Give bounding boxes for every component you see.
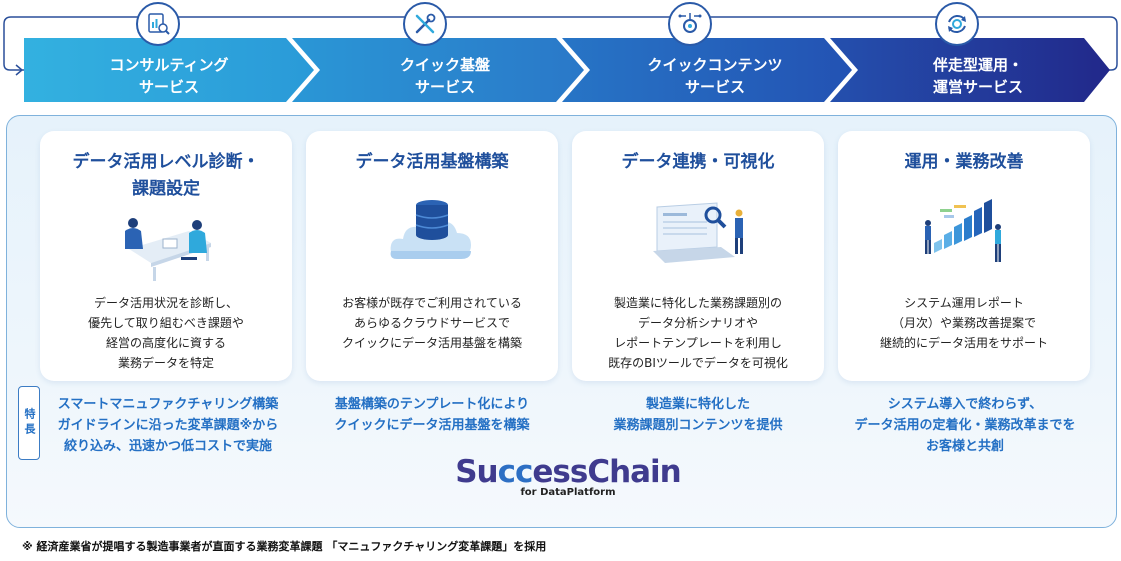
feature-consulting: スマートマニュファクチャリング構築 ガイドラインに沿った変革課題※から 絞り込み… (57, 397, 279, 454)
card-description: データ活用状況を診断し、 優先して取り組むべき課題や 経営の高度化に資する 業務… (88, 296, 244, 370)
laptop-analytics-illustration (643, 199, 753, 279)
wrench-screwdriver-icon (403, 2, 447, 46)
card-title: データ活用レベル診断・ 課題設定 (72, 152, 260, 199)
step-arrow-2 (292, 38, 584, 102)
step-label-quick-platform: クイック基盤 サービス (399, 56, 490, 96)
feature-platform: 基盤構築のテンプレート化により クイックにデータ活用基盤を構築 (334, 397, 530, 433)
feature-operation: システム導入で終わらず、 データ活用の定着化・業務改革までを お客様と共創 (854, 397, 1076, 454)
consulting-meeting-illustration (111, 209, 221, 288)
successchain-logo: SuccessChain for DataPlatform (448, 455, 688, 498)
step-arrow-3 (562, 38, 852, 102)
card-platform: データ活用基盤構築 お客様が既存でご利用されている あらゆるクラウドサービスで … (306, 131, 558, 381)
step-arrow-1 (24, 38, 314, 102)
cloud-database-illustration (387, 193, 477, 277)
step-label-quick-contents: クイックコンテンツ サービス (647, 56, 783, 96)
report-magnifier-icon (136, 2, 180, 46)
logo-subtitle: for DataPlatform (520, 487, 616, 498)
card-diagnosis: データ活用レベル診断・ 課題設定 データ活用状況を診断し、 優先して取り組むべき… (40, 131, 292, 381)
logo-wordmark: SuccessChain (455, 454, 682, 490)
features-label-box: 特長 (18, 386, 40, 460)
card-visualization: データ連携・可視化 製造業に特化した業務課題別の データ分析シナリオや レポート… (572, 131, 824, 381)
card-title: データ連携・可視化 (621, 152, 775, 172)
card-title: 運用・業務改善 (904, 152, 1024, 172)
step-label-consulting: コンサルティング サービス (109, 56, 229, 96)
gear-network-icon (668, 2, 712, 46)
card-operation: 運用・業務改善 システム運用レポート （月次）や業務改善提案で 継続的にデータ活… (838, 131, 1090, 381)
service-steps: コンサルティング サービス クイック基盤 サービス クイックコンテンツ サービス… (24, 38, 1110, 102)
step-arrow-4 (830, 38, 1110, 102)
feature-contents: 製造業に特化した 業務課題別コンテンツを提供 (613, 397, 783, 433)
step-label-operation: 伴走型運用・ 運営サービス (932, 56, 1023, 96)
process-loop-line (3, 16, 1118, 76)
cycle-gear-icon (935, 2, 979, 46)
card-description: お客様が既存でご利用されている あらゆるクラウドサービスで クイックにデータ活用… (341, 296, 522, 350)
card-description: システム運用レポート （月次）や業務改善提案で 継続的にデータ活用をサポート (879, 296, 1048, 350)
card-description: 製造業に特化した業務課題別の データ分析シナリオや レポートテンプレートを利用し… (608, 296, 788, 370)
footnote: ※ 経済産業省が提唱する製造事業者が直面する業務変革課題 「マニュファクチャリン… (22, 540, 547, 553)
step-arrows (24, 38, 1110, 102)
growth-bars-illustration (914, 195, 1014, 279)
card-title: データ活用基盤構築 (355, 152, 509, 172)
features-label: 特長 (23, 408, 36, 438)
